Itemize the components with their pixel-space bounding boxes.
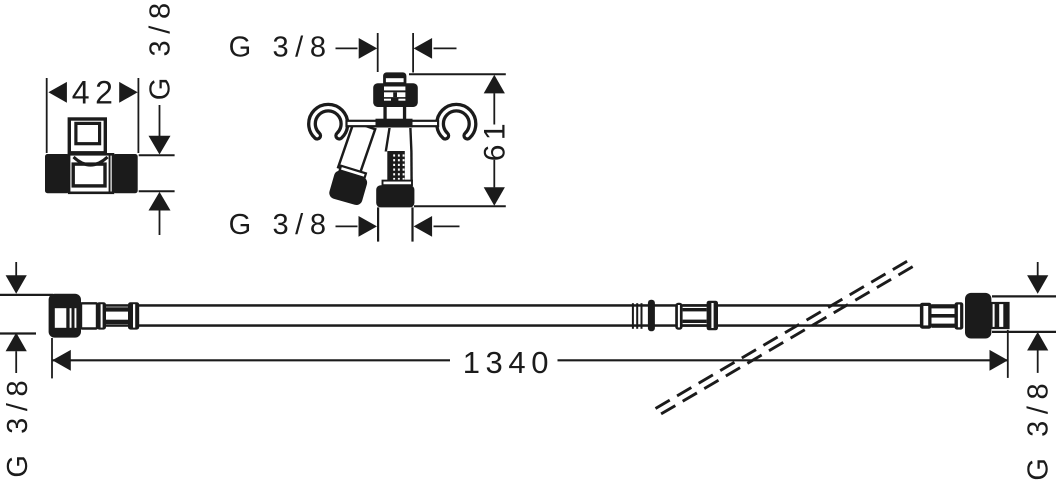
svg-text:61: 61 <box>478 119 511 161</box>
svg-text:G 3/8: G 3/8 <box>229 31 333 63</box>
svg-text:1340: 1340 <box>463 345 554 380</box>
svg-text:G 3/8: G 3/8 <box>1023 377 1055 481</box>
svg-text:G 3/8: G 3/8 <box>2 374 34 478</box>
svg-text:42: 42 <box>72 74 119 110</box>
svg-text:G 3/8: G 3/8 <box>229 209 333 241</box>
svg-text:G 3/8: G 3/8 <box>145 0 177 100</box>
